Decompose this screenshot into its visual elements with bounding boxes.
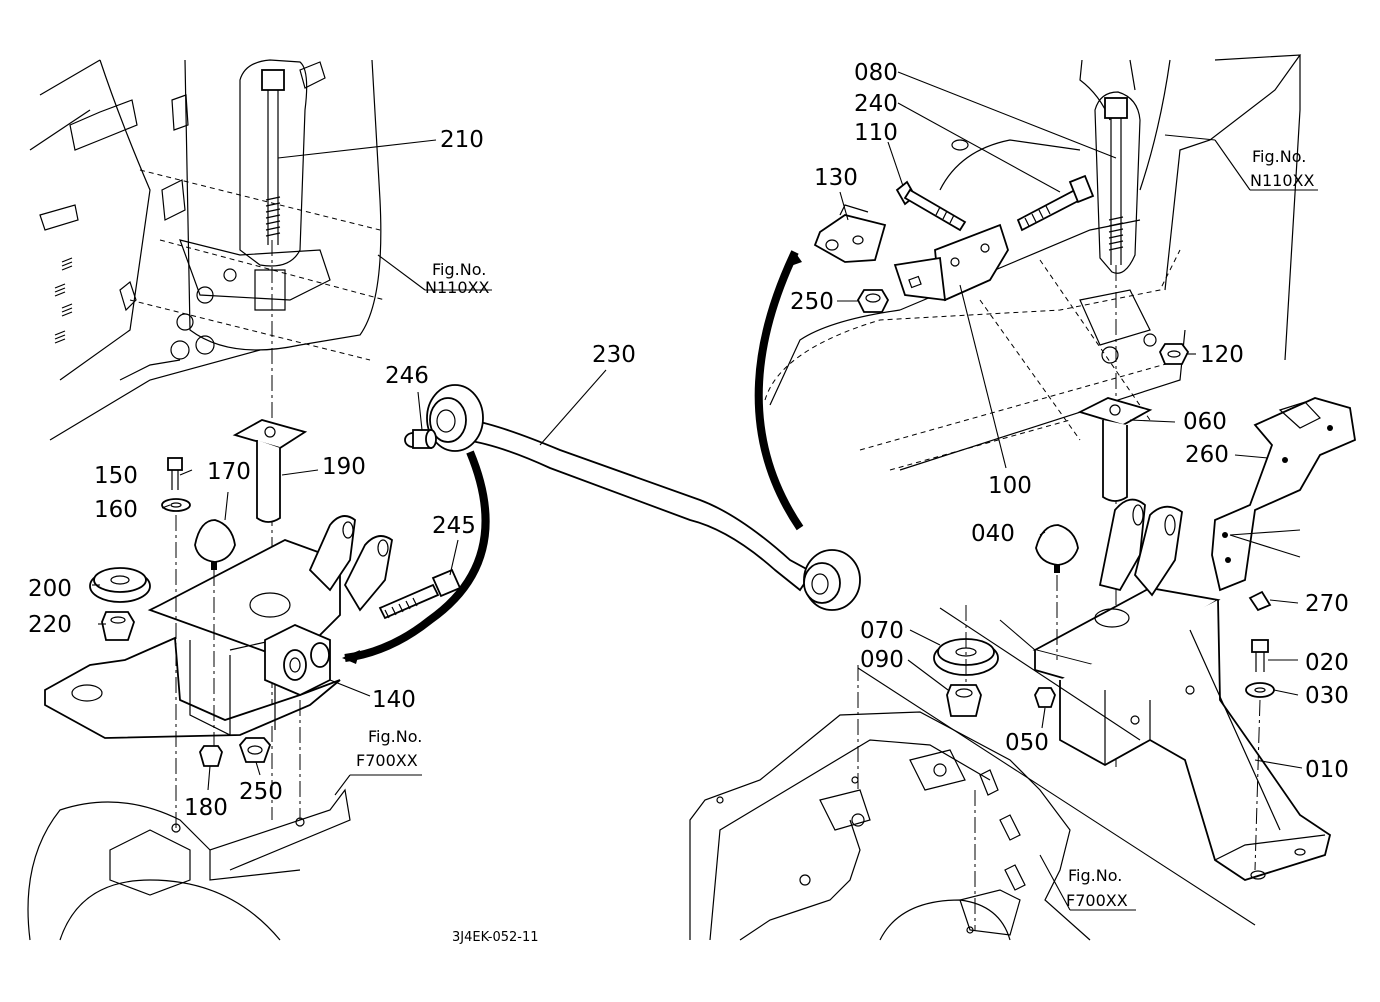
label-246: 246	[385, 363, 429, 389]
label-030: 030	[1305, 683, 1349, 709]
right-assembly	[689, 54, 1356, 941]
label-245: 245	[432, 513, 476, 539]
label-040: 040	[971, 521, 1015, 547]
label-130: 130	[814, 165, 858, 191]
fig-ref-right-top-line1: Fig.No.	[1252, 147, 1306, 166]
label-020: 020	[1305, 650, 1349, 676]
fig-ref-right-bottom-line1: Fig.No.	[1068, 866, 1122, 885]
label-270: 270	[1305, 591, 1349, 617]
diagram-code: 3J4EK-052-11	[452, 930, 539, 945]
label-260: 260	[1185, 442, 1229, 468]
label-240: 240	[854, 91, 898, 117]
label-220: 220	[28, 612, 72, 638]
label-010: 010	[1305, 757, 1349, 783]
label-110: 110	[854, 120, 898, 146]
label-140: 140	[372, 687, 416, 713]
label-090: 090	[860, 647, 904, 673]
fig-ref-right-top-line2: N110XX	[1250, 171, 1314, 190]
part-labels: 210 150 160 170 190 200 220 245 246 140 …	[28, 60, 1349, 821]
label-190: 190	[322, 454, 366, 480]
fig-ref-left-top-line2: N110XX	[425, 278, 489, 297]
label-050: 050	[1005, 730, 1049, 756]
fig-ref-left-top-line1: Fig.No.	[432, 260, 486, 279]
label-070: 070	[860, 618, 904, 644]
label-170: 170	[207, 459, 251, 485]
link-rod-assembly	[342, 250, 861, 664]
label-120: 120	[1200, 342, 1244, 368]
label-150: 150	[94, 463, 138, 489]
label-230: 230	[592, 342, 636, 368]
label-250-left: 250	[239, 779, 283, 805]
label-200: 200	[28, 576, 72, 602]
label-080: 080	[854, 60, 898, 86]
label-210: 210	[440, 127, 484, 153]
label-180: 180	[184, 795, 228, 821]
leader-lines	[92, 71, 1318, 911]
fig-ref-right-bottom-line2: F700XX	[1066, 891, 1128, 910]
left-assembly	[27, 59, 462, 941]
label-060: 060	[1183, 409, 1227, 435]
label-100: 100	[988, 473, 1032, 499]
fig-ref-left-bottom-line1: Fig.No.	[368, 727, 422, 746]
fig-ref-left-bottom-line2: F700XX	[356, 751, 418, 770]
figure-references: Fig.No. N110XX Fig.No. F700XX Fig.No. N1…	[356, 147, 1314, 910]
label-250-right: 250	[790, 289, 834, 315]
label-160: 160	[94, 497, 138, 523]
